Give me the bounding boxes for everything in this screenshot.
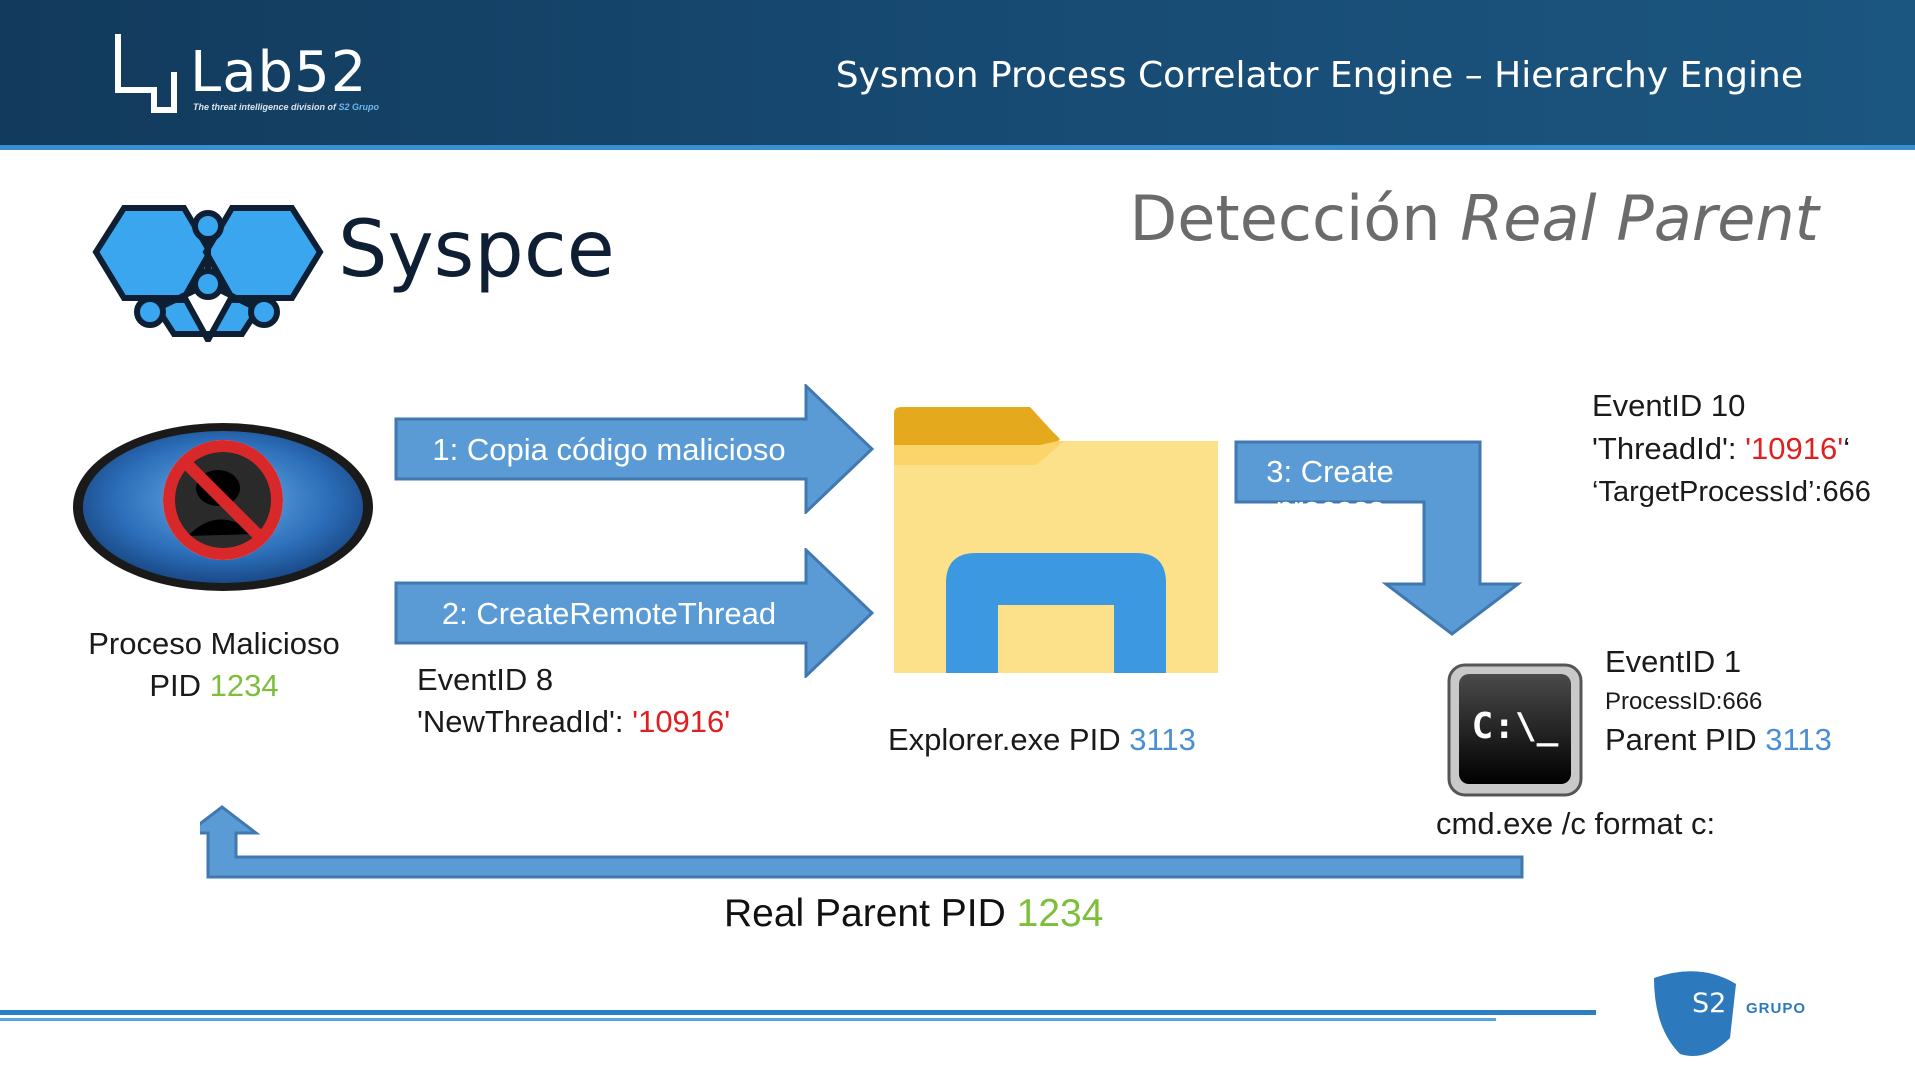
- malware-process-icon: [73, 423, 373, 591]
- tagline-prefix: The threat intelligence division of: [193, 102, 339, 112]
- lab52-logo-icon: [115, 34, 177, 113]
- explorer-pid-value: 3113: [1129, 722, 1196, 757]
- arrow-copy-label: 1: Copia código malicioso: [432, 432, 786, 467]
- arrow-real-parent: [200, 805, 1524, 879]
- section-title: Detección Real Parent: [1130, 182, 1819, 255]
- real-parent-prefix: Real Parent PID: [724, 892, 1017, 935]
- malware-pid-prefix: PID: [149, 668, 210, 703]
- header-title: Sysmon Process Correlator Engine – Hiera…: [835, 55, 1803, 96]
- cmd-icon-text: C:\_: [1471, 706, 1559, 747]
- arrow-create-process: 3: Create process: [1232, 438, 1572, 638]
- s2-logo-text: GRUPO: [1746, 1000, 1807, 1017]
- header-bar: Lab52 The threat intelligence division o…: [0, 0, 1915, 150]
- event1-title: EventID 1: [1605, 644, 1742, 679]
- arrow-thread-label: 2: CreateRemoteThread: [441, 596, 777, 631]
- event8-title: EventID 8: [417, 662, 554, 697]
- event8-key: 'NewThreadId':: [417, 704, 633, 739]
- event1-parent-prefix: Parent PID: [1605, 722, 1766, 757]
- event8-value: '10916': [632, 704, 731, 739]
- arrow-create-remote-thread: 2: CreateRemoteThread: [394, 548, 874, 678]
- lab52-tagline: The threat intelligence division of S2 G…: [193, 102, 379, 112]
- syspce-logo-text: Syspce: [338, 205, 615, 295]
- malware-process-label: Proceso Malicioso: [88, 626, 340, 661]
- explorer-folder-icon: [894, 407, 1218, 673]
- real-parent-label: Real Parent PID 1234: [724, 892, 1103, 936]
- tagline-brand: S2 Grupo: [338, 102, 380, 112]
- event8-thread: 'NewThreadId': '10916': [417, 704, 730, 740]
- event1-process: ProcessID:666: [1605, 688, 1763, 715]
- event10-thread-key: 'ThreadId':: [1592, 431, 1746, 466]
- malware-pid-value: 1234: [209, 668, 279, 703]
- event1-parent-value: 3113: [1765, 722, 1832, 757]
- lab52-logo-text: Lab52: [190, 40, 368, 105]
- explorer-label-prefix: Explorer.exe PID: [888, 722, 1130, 757]
- arrow-copy-code: 1: Copia código malicioso: [394, 384, 874, 514]
- event10-target: ‘TargetProcessId’:666: [1592, 476, 1871, 508]
- cmd-label: cmd.exe /c format c:: [1436, 806, 1716, 841]
- event1-parent: Parent PID 3113: [1605, 722, 1832, 758]
- event10-title: EventID 10: [1592, 388, 1746, 423]
- s2-logo-mark: S2: [1692, 988, 1727, 1019]
- arrow-create-label: 3: Create process: [1266, 454, 1394, 525]
- event10-thread-value: '10916': [1745, 431, 1844, 466]
- cmd-console-icon: C:\_: [1446, 662, 1584, 798]
- syspce-logo-icon: [92, 205, 324, 342]
- section-title-normal: Detección: [1129, 182, 1461, 255]
- event10-thread-suffix: ‘: [1843, 431, 1851, 466]
- footer-divider: [0, 1010, 1596, 1021]
- section-title-italic: Real Parent: [1460, 182, 1819, 255]
- malware-pid-label: PID 1234: [80, 668, 348, 704]
- real-parent-pid: 1234: [1016, 892, 1104, 935]
- explorer-label: Explorer.exe PID 3113: [888, 722, 1196, 758]
- event10-thread: 'ThreadId': '10916'‘: [1592, 431, 1850, 467]
- s2-grupo-logo: S2 GRUPO: [1640, 968, 1820, 1060]
